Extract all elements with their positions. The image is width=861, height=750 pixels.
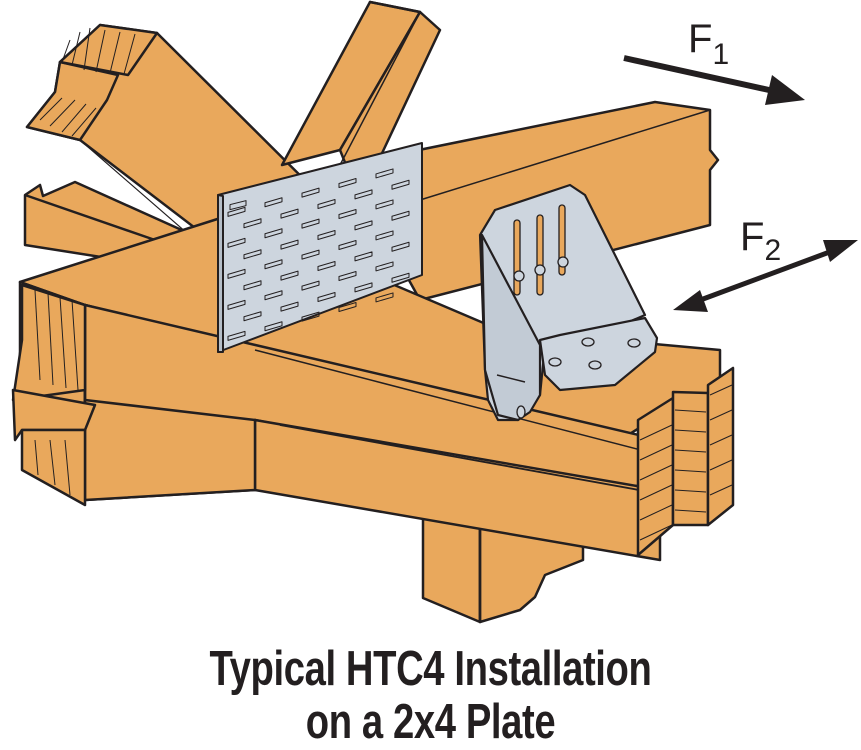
plate-end-grain-left	[11, 283, 97, 507]
htc4-installation-illustration: F1 F2	[11, 0, 858, 624]
force-label-f2: F2	[740, 215, 781, 267]
force-label-f1: F1	[688, 17, 729, 71]
caption-line-2: on a 2x4 Plate	[305, 695, 556, 749]
plate-teeth-slots	[229, 200, 247, 211]
htc4-connector	[478, 183, 659, 422]
wood-grain	[39, 27, 136, 137]
force-arrow-f1	[623, 55, 805, 105]
force-arrow-f2	[673, 240, 858, 312]
caption-line-1: Typical HTC4 Installation	[209, 642, 652, 696]
plate-end-grain-right	[636, 366, 735, 557]
truss-nail-plate	[217, 142, 423, 353]
